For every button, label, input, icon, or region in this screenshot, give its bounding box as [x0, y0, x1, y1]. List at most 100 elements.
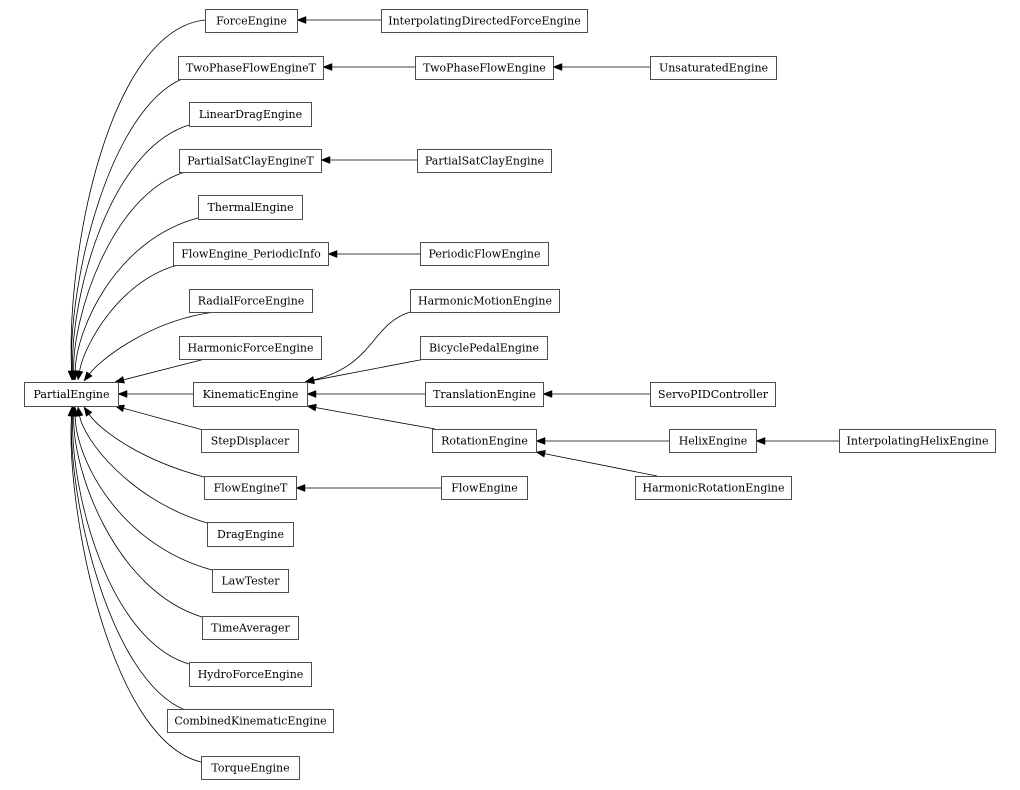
class-node-StepDisplacer[interactable]: StepDisplacer — [201, 429, 299, 453]
class-node-HelixEngine[interactable]: HelixEngine — [669, 429, 757, 453]
node-label: TorqueEngine — [211, 762, 289, 775]
edge-line — [313, 311, 411, 381]
class-node-TranslationEngine[interactable]: TranslationEngine — [425, 382, 544, 407]
node-box — [417, 149, 552, 173]
node-box — [193, 382, 308, 407]
node-label: UnsaturatedEngine — [659, 62, 768, 75]
class-node-InterpolatingDirectedForceEngine[interactable]: InterpolatingDirectedForceEngine — [381, 9, 588, 33]
class-node-TorqueEngine[interactable]: TorqueEngine — [201, 756, 300, 780]
edge-line — [74, 217, 199, 372]
class-node-HarmonicForceEngine[interactable]: HarmonicForceEngine — [179, 336, 322, 360]
class-node-CombinedKinematicEngine[interactable]: CombinedKinematicEngine — [167, 709, 334, 733]
node-label: RotationEngine — [441, 435, 528, 448]
edge-LawTester-to-PartialEngine — [71, 406, 213, 571]
edge-FlowEngine-to-FlowEngineT — [295, 484, 441, 492]
class-node-PartialSatClayEngine[interactable]: PartialSatClayEngine — [417, 149, 552, 173]
node-box — [432, 429, 537, 453]
node-box — [425, 382, 544, 407]
class-node-UnsaturatedEngine[interactable]: UnsaturatedEngine — [650, 56, 777, 80]
node-label: FlowEngine_PeriodicInfo — [181, 248, 321, 261]
class-node-ForceEngine[interactable]: ForceEngine — [205, 9, 298, 33]
node-box — [189, 662, 312, 687]
node-box — [205, 9, 298, 33]
class-node-TimeAverager[interactable]: TimeAverager — [202, 616, 299, 640]
node-label: HarmonicMotionEngine — [418, 295, 552, 308]
edge-line — [70, 415, 202, 763]
class-node-TwoPhaseFlowEngineT[interactable]: TwoPhaseFlowEngineT — [178, 56, 324, 80]
arrowhead-PartialEngine — [117, 390, 128, 398]
node-label: InterpolatingHelixEngine — [846, 435, 988, 448]
edge-HelixEngine-to-RotationEngine — [535, 437, 669, 445]
edge-line — [123, 358, 206, 381]
arrowhead-PartialSatClayEngineT — [320, 156, 331, 164]
node-label: KinematicEngine — [203, 388, 299, 401]
node-box — [202, 616, 299, 640]
node-box — [839, 429, 996, 453]
class-node-HydroForceEngine[interactable]: HydroForceEngine — [189, 662, 312, 687]
node-label: ForceEngine — [216, 15, 287, 28]
node-box — [420, 336, 548, 360]
node-box — [24, 382, 119, 407]
edges-layer — [67, 16, 839, 763]
node-label: FlowEngine — [451, 482, 517, 495]
edge-line — [89, 311, 216, 375]
arrowhead-HelixEngine — [755, 437, 766, 445]
node-box — [179, 336, 322, 360]
arrowhead-RotationEngine — [535, 437, 546, 445]
class-node-KinematicEngine[interactable]: KinematicEngine — [193, 382, 308, 407]
class-node-ThermalEngine[interactable]: ThermalEngine — [198, 195, 303, 220]
node-label: LawTester — [221, 575, 280, 588]
class-node-FlowEngine[interactable]: FlowEngine — [441, 476, 528, 500]
class-node-FlowEngineT[interactable]: FlowEngineT — [204, 476, 297, 500]
class-node-HarmonicMotionEngine[interactable]: HarmonicMotionEngine — [410, 289, 560, 313]
node-box — [198, 195, 303, 220]
edge-line — [123, 407, 204, 431]
class-node-RadialForceEngine[interactable]: RadialForceEngine — [189, 289, 313, 313]
node-box — [207, 522, 294, 547]
edge-DragEngine-to-PartialEngine — [75, 406, 208, 524]
node-box — [650, 382, 776, 407]
class-node-ServoPIDController[interactable]: ServoPIDController — [650, 382, 776, 407]
class-node-DragEngine[interactable]: DragEngine — [207, 522, 294, 547]
class-node-FlowEngine_PeriodicInfo[interactable]: FlowEngine_PeriodicInfo — [173, 242, 329, 266]
class-node-HarmonicRotationEngine[interactable]: HarmonicRotationEngine — [635, 476, 792, 500]
arrowhead-ForceEngine — [296, 16, 307, 24]
edge-BicyclePedalEngine-to-KinematicEngine — [304, 358, 426, 385]
edge-line — [73, 171, 186, 372]
node-label: PeriodicFlowEngine — [429, 248, 541, 261]
node-label: BicyclePedalEngine — [429, 342, 539, 355]
node-box — [420, 242, 549, 266]
edge-PartialSatClayEngine-to-PartialSatClayEngineT — [320, 156, 417, 164]
node-box — [189, 102, 312, 127]
nodes-layer: PartialEngine ForceEngine InterpolatingDir… — [24, 9, 996, 780]
node-label: InterpolatingDirectedForceEngine — [388, 15, 581, 28]
edge-KinematicEngine-to-PartialEngine — [117, 390, 193, 398]
arrowhead-RotationEngine — [535, 450, 546, 458]
class-node-BicyclePedalEngine[interactable]: BicyclePedalEngine — [420, 336, 548, 360]
class-node-PartialSatClayEngineT[interactable]: PartialSatClayEngineT — [179, 149, 322, 173]
arrowhead-PartialEngine — [75, 370, 84, 381]
node-label: PartialSatClayEngine — [425, 155, 544, 168]
edge-line — [79, 415, 208, 524]
edge-FlowEngine_PeriodicInfo-to-PartialEngine — [75, 264, 179, 381]
class-node-PartialEngine[interactable]: PartialEngine — [24, 382, 119, 407]
edge-HarmonicForceEngine-to-PartialEngine — [114, 358, 206, 384]
node-label: HelixEngine — [679, 435, 748, 448]
class-node-RotationEngine[interactable]: RotationEngine — [432, 429, 537, 453]
class-node-PeriodicFlowEngine[interactable]: PeriodicFlowEngine — [420, 242, 549, 266]
node-label: TwoPhaseFlowEngine — [423, 62, 546, 75]
edge-InterpolatingHelixEngine-to-HelixEngine — [755, 437, 839, 445]
node-label: TranslationEngine — [433, 388, 536, 401]
node-label: TwoPhaseFlowEngineT — [186, 62, 317, 75]
edge-TwoPhaseFlowEngine-to-TwoPhaseFlowEngineT — [322, 63, 415, 71]
class-node-InterpolatingHelixEngine[interactable]: InterpolatingHelixEngine — [839, 429, 996, 453]
class-node-TwoPhaseFlowEngine[interactable]: TwoPhaseFlowEngine — [415, 56, 554, 80]
class-node-LinearDragEngine[interactable]: LinearDragEngine — [189, 102, 312, 127]
arrowhead-KinematicEngine — [306, 403, 317, 412]
class-node-LawTester[interactable]: LawTester — [212, 569, 289, 593]
arrowhead-TranslationEngine — [542, 390, 553, 398]
node-label: RadialForceEngine — [198, 295, 305, 308]
arrowhead-KinematicEngine — [306, 390, 317, 398]
node-label: TimeAverager — [211, 622, 290, 635]
edge-InterpolatingDirectedForceEngine-to-ForceEngine — [296, 16, 381, 24]
